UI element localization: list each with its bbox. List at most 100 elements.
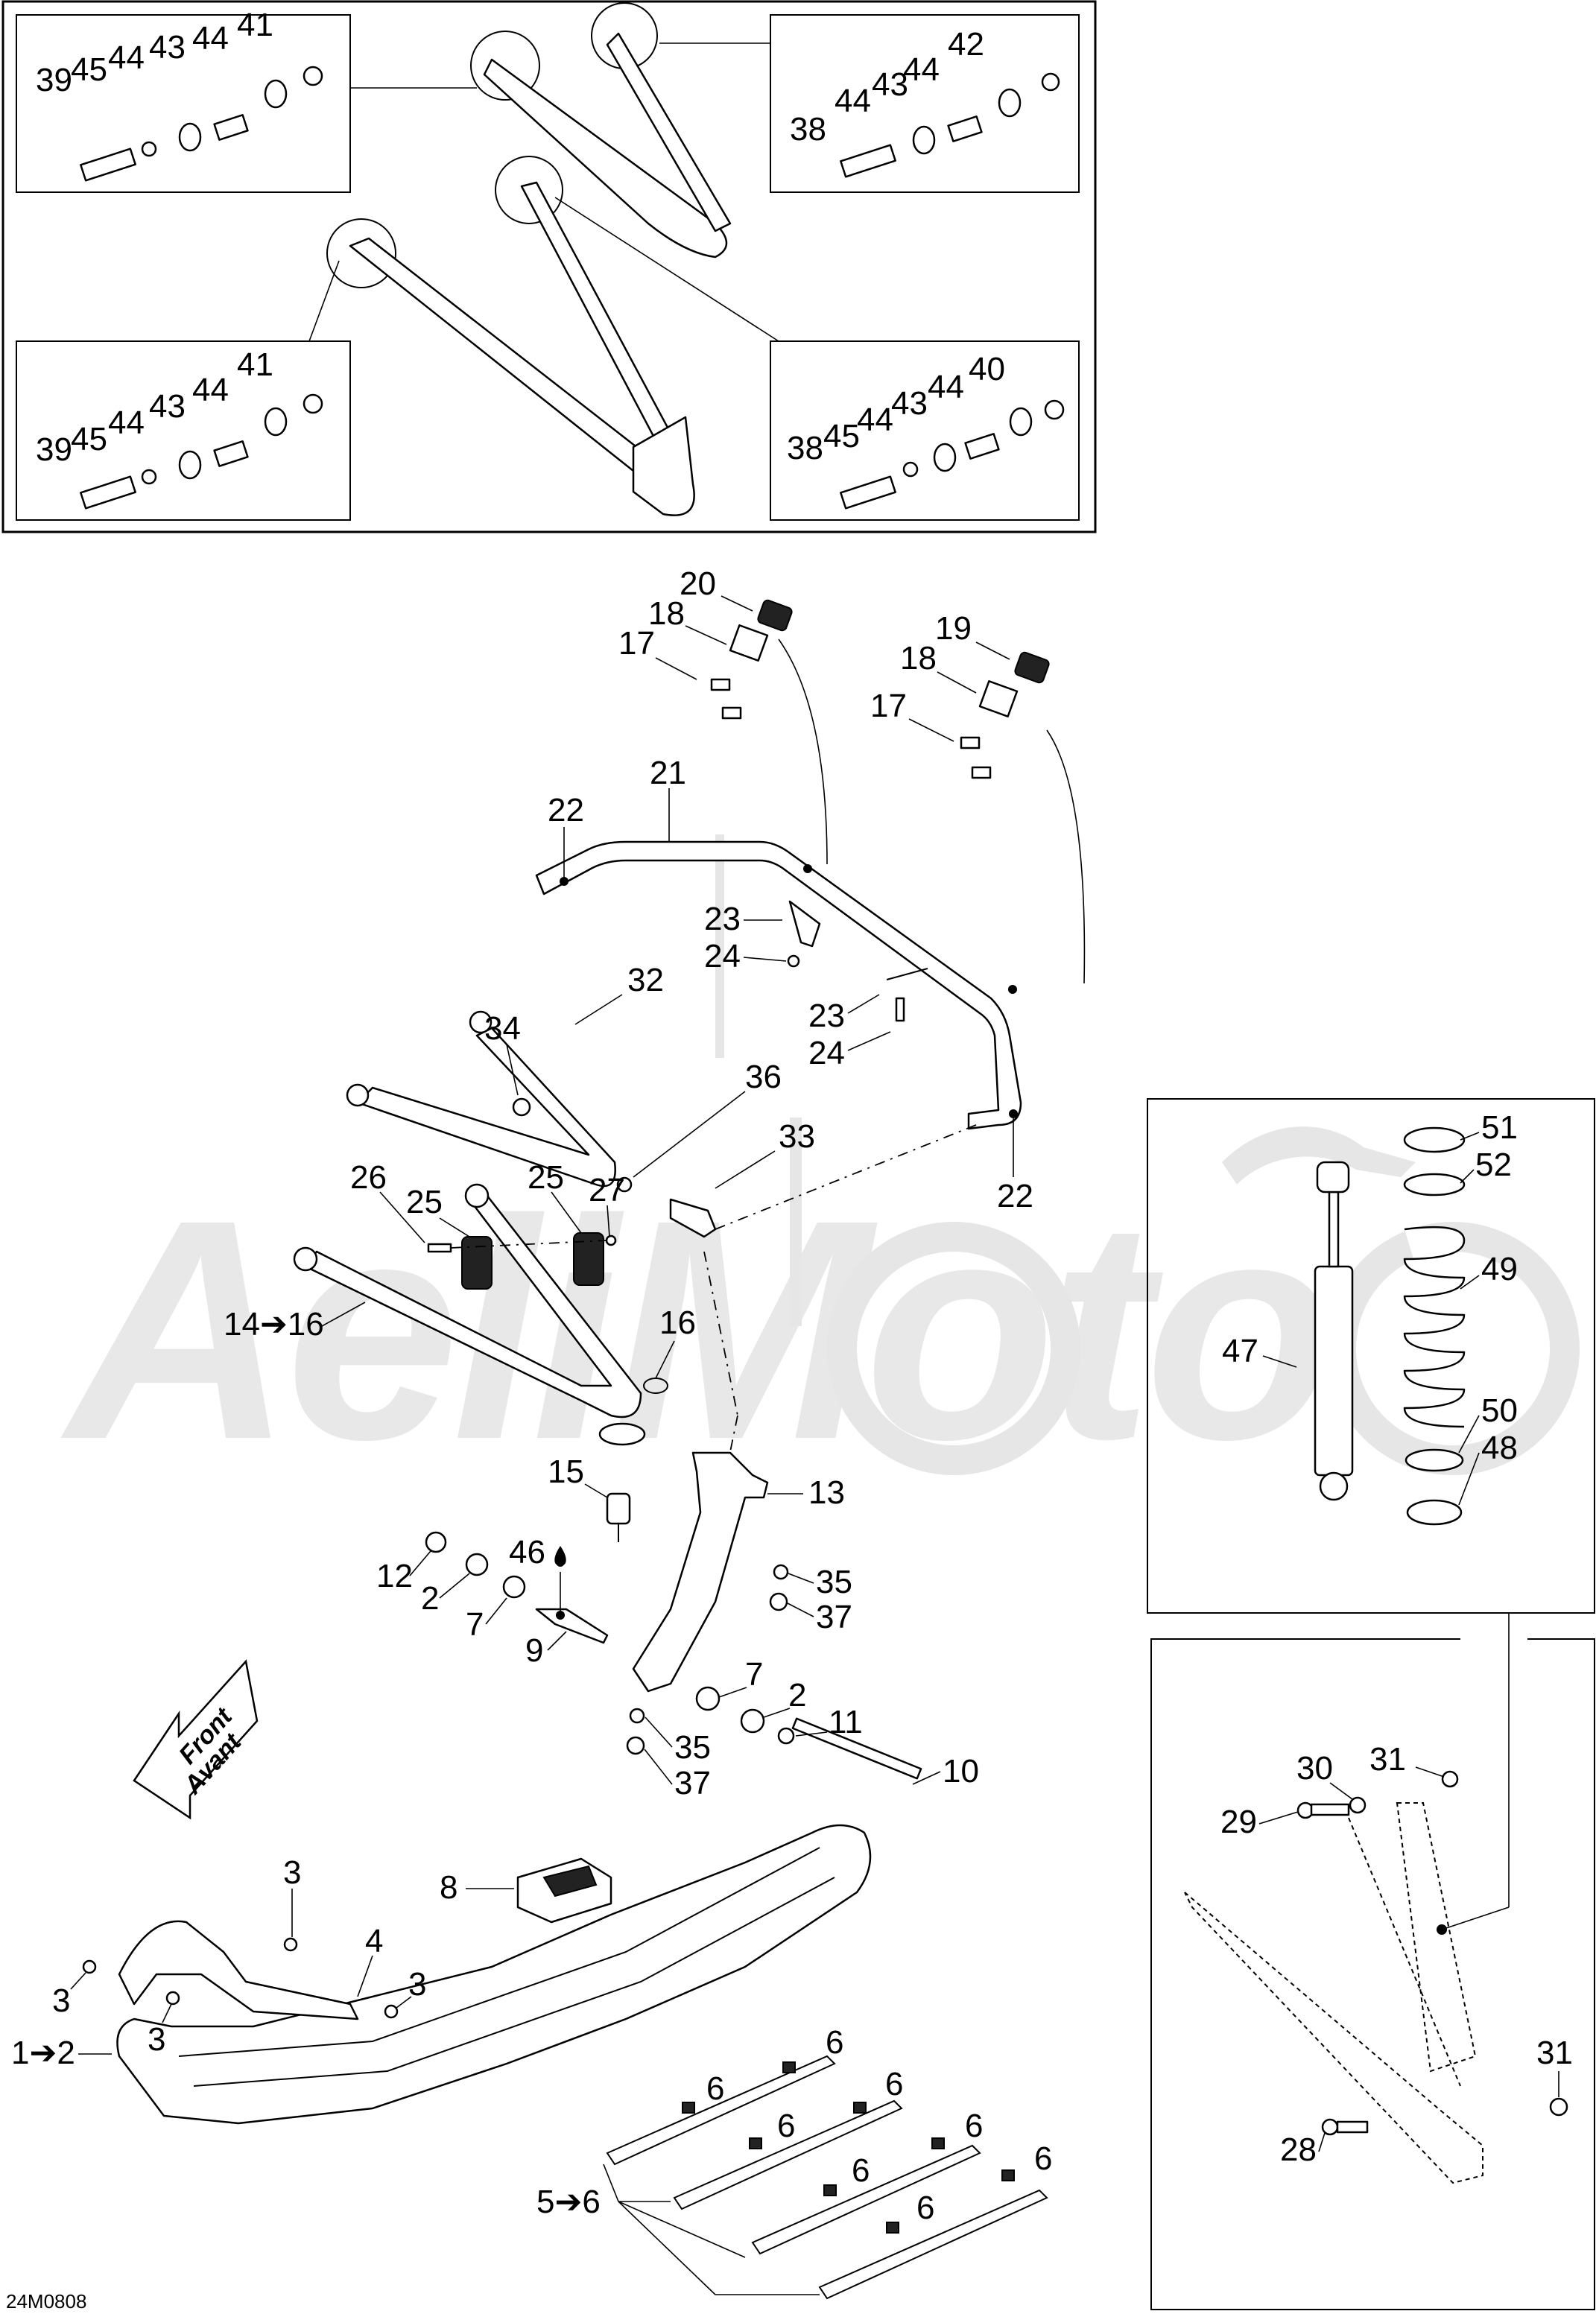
runner-5-6 [673, 2099, 903, 2210]
bushing-44 [1009, 407, 1033, 437]
callout-45: 45 [823, 418, 860, 454]
callout-6: 6 [965, 2108, 983, 2144]
callout-37: 37 [674, 1765, 711, 1801]
bolt-17 [710, 678, 731, 691]
front-direction-arrow: Front Avant [133, 1659, 259, 1820]
watermark-wheel [827, 1222, 1080, 1475]
callout-31: 31 [1369, 1741, 1406, 1778]
nut-31 [1441, 1770, 1459, 1788]
bolt-28-shank [1336, 2120, 1369, 2134]
bushing-7 [502, 1575, 526, 1599]
nut-41 [303, 393, 323, 414]
washer-11 [777, 1727, 795, 1745]
callout-44: 44 [857, 402, 893, 438]
screw-3 [384, 2004, 399, 2019]
bushing-44 [912, 125, 936, 155]
screw-3 [165, 1991, 180, 2006]
callout-47: 47 [1222, 1333, 1258, 1369]
callout-22: 22 [548, 792, 584, 828]
callout-44: 44 [108, 405, 145, 441]
callout-35: 35 [816, 1564, 852, 1600]
callout-45: 45 [71, 51, 107, 88]
callout-14-16: 14➔16 [224, 1306, 324, 1343]
callout-31: 31 [1536, 2035, 1573, 2071]
ski-assembly [82, 1824, 872, 2125]
detail-box-top-left-lower: 39 45 44 43 44 41 [16, 260, 351, 521]
watermark-spire [715, 834, 724, 1058]
nut-6 [853, 2102, 867, 2114]
nut-34 [512, 1097, 531, 1117]
nut-6 [782, 2061, 796, 2073]
sleeve-43 [964, 433, 1000, 460]
callout-33: 33 [779, 1118, 815, 1155]
ski-handle-4 [118, 1920, 359, 2020]
a-arms-illustration [326, 2, 732, 516]
nut-27 [605, 1234, 617, 1246]
installed-shock-box [1150, 1638, 1595, 2310]
nut-12 [425, 1531, 447, 1553]
lower-a-arm [293, 1183, 668, 1446]
oil-drop-icon [554, 1546, 566, 1567]
callout-20: 20 [680, 565, 716, 602]
callout-18: 18 [648, 595, 685, 632]
ball-joint-15 [606, 1492, 631, 1525]
callout-32: 32 [627, 962, 664, 998]
nut-6 [931, 2137, 945, 2149]
spring-cap-51 [1403, 1126, 1466, 1153]
spindle-assembly [425, 1451, 922, 1780]
runner-5-6 [751, 2144, 981, 2255]
installed-upper-arm [1348, 1817, 1461, 2087]
callout-34: 34 [484, 1010, 521, 1047]
bumper-25 [461, 1236, 493, 1290]
callout-44: 44 [108, 39, 145, 76]
bolt-26 [427, 1243, 452, 1253]
bolt-39 [80, 148, 136, 182]
washer-35 [773, 1564, 789, 1580]
callout-3: 3 [148, 2021, 165, 2058]
callout-44: 44 [903, 51, 940, 88]
bushing-2 [740, 1708, 765, 1734]
callout-44: 44 [192, 372, 229, 408]
callout-28: 28 [1280, 2131, 1317, 2168]
washer-35 [629, 1708, 645, 1724]
callout-13: 13 [808, 1474, 845, 1511]
callout-39: 39 [36, 62, 72, 98]
bushing-44 [178, 450, 202, 480]
callout-40: 40 [969, 351, 1005, 387]
callout-49: 49 [1481, 1251, 1518, 1287]
bolt-17 [721, 706, 742, 720]
runner-5-6 [606, 2055, 836, 2166]
bolt-10 [791, 1717, 922, 1780]
marker-dot [1008, 985, 1017, 994]
washer-30 [1349, 1796, 1367, 1814]
callout-48: 48 [1481, 1430, 1518, 1466]
nut-31 [1549, 2097, 1568, 2117]
callout-5-6: 5➔6 [536, 2184, 601, 2220]
callout-25: 25 [528, 1159, 564, 1196]
callout-46: 46 [509, 1534, 545, 1570]
sleeve-43 [947, 115, 983, 142]
callout-9: 9 [525, 1632, 543, 1669]
callout-44: 44 [835, 83, 871, 119]
spring-49 [1403, 1226, 1466, 1428]
bolt-17 [960, 736, 981, 749]
callout-18: 18 [900, 640, 937, 676]
callout-45: 45 [71, 421, 107, 457]
callout-6: 6 [1034, 2140, 1052, 2177]
callout-43: 43 [872, 66, 908, 103]
bushing-7 [695, 1686, 721, 1711]
nut-41 [303, 66, 323, 86]
nut-6 [1001, 2169, 1015, 2181]
callout-36: 36 [745, 1059, 782, 1095]
sleeve-43 [213, 440, 249, 467]
shock-rod [1328, 1191, 1340, 1268]
sleeve-9 [535, 1608, 609, 1644]
shock-detail-box [1147, 1098, 1595, 1673]
spindle-13 [632, 1451, 769, 1693]
callout-15: 15 [548, 1454, 584, 1490]
callout-26: 26 [350, 1159, 387, 1196]
bushing-44 [933, 443, 957, 472]
bushing-44 [178, 122, 202, 152]
installed-lower-arm [1184, 1892, 1483, 2184]
detail-box-top-left-upper: 39 45 44 43 44 41 [16, 7, 477, 193]
